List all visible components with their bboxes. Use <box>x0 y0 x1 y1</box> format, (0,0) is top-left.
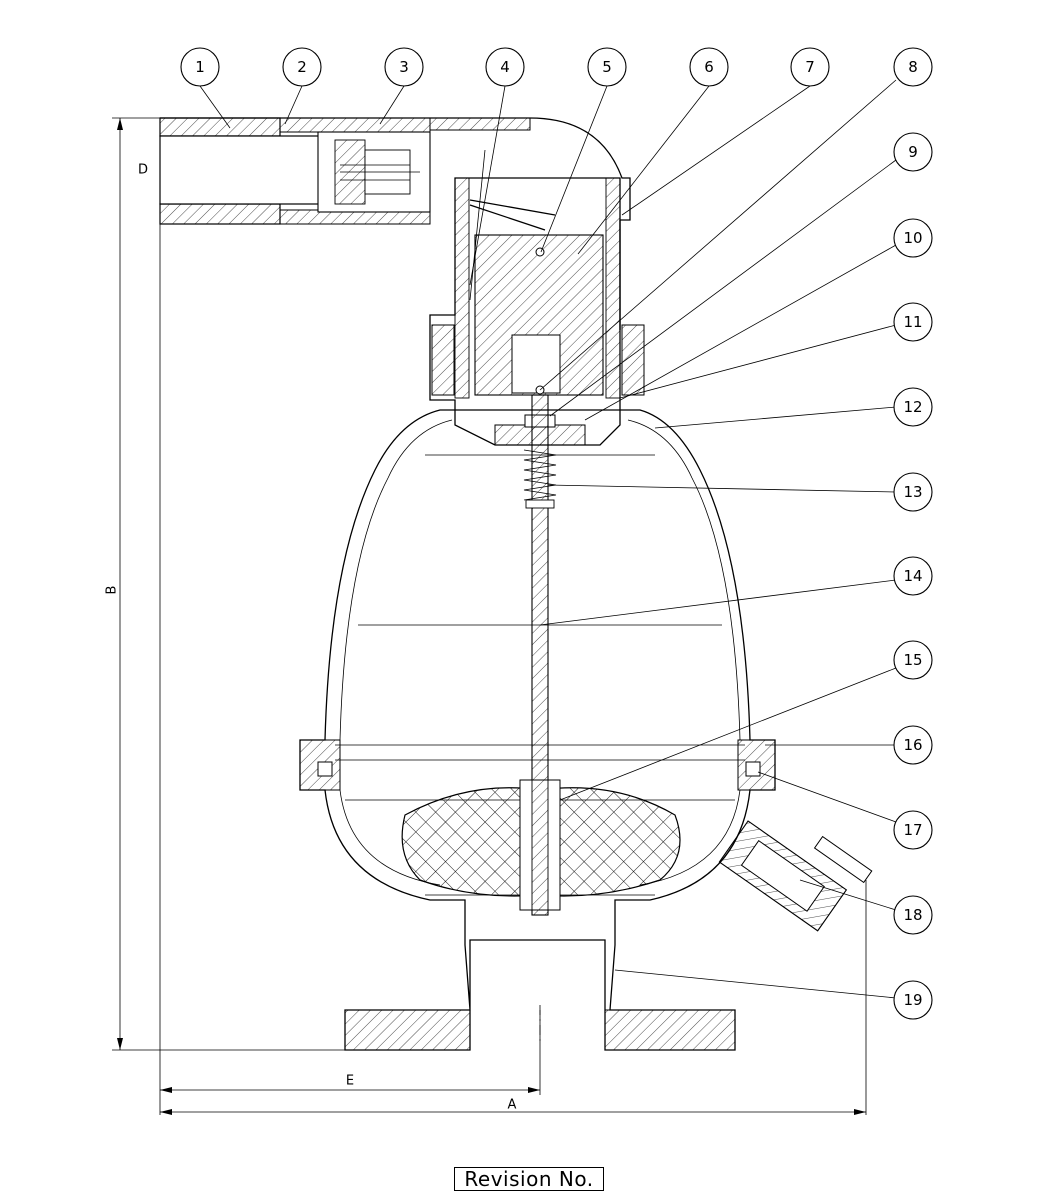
dimension-e-label: E <box>346 1074 354 1089</box>
callout-11-label: 11 <box>903 313 922 331</box>
callout-3: 3 <box>384 47 424 87</box>
callout-19: 19 <box>893 980 933 1020</box>
callout-2-label: 2 <box>297 58 307 76</box>
callout-13-label: 13 <box>903 483 922 501</box>
callout-9-label: 9 <box>908 143 918 161</box>
callout-17-label: 17 <box>903 821 922 839</box>
callout-18-label: 18 <box>903 906 922 924</box>
callout-16-label: 16 <box>903 736 922 754</box>
main-body <box>299 409 776 1051</box>
callout-5: 5 <box>587 47 627 87</box>
callout-10: 10 <box>893 218 933 258</box>
callout-5-label: 5 <box>602 58 612 76</box>
outlet-pipe <box>159 117 631 330</box>
callout-13: 13 <box>893 472 933 512</box>
callout-4: 4 <box>485 47 525 87</box>
callout-14: 14 <box>893 556 933 596</box>
callout-6-label: 6 <box>704 58 714 76</box>
callout-1-label: 1 <box>195 58 205 76</box>
callout-1: 1 <box>180 47 220 87</box>
dimension-d-label: D <box>138 163 148 178</box>
callout-7: 7 <box>790 47 830 87</box>
callout-17: 17 <box>893 810 933 850</box>
dimension-b: B <box>105 117 345 1051</box>
leader-lines <box>199 79 897 999</box>
callout-11: 11 <box>893 302 933 342</box>
callout-6: 6 <box>689 47 729 87</box>
callout-8-label: 8 <box>908 58 918 76</box>
callout-19-label: 19 <box>903 991 922 1009</box>
callout-2: 2 <box>282 47 322 87</box>
float <box>401 779 681 911</box>
callout-12-label: 12 <box>903 398 922 416</box>
callout-4-label: 4 <box>500 58 510 76</box>
callout-18: 18 <box>893 895 933 935</box>
callout-14-label: 14 <box>903 567 922 585</box>
dimension-a: A <box>160 880 867 1115</box>
callout-10-label: 10 <box>903 229 922 247</box>
callout-15: 15 <box>893 640 933 680</box>
callout-9: 9 <box>893 132 933 172</box>
callout-12: 12 <box>893 387 933 427</box>
dimension-a-label: A <box>508 1098 517 1113</box>
callout-16: 16 <box>893 725 933 765</box>
dimension-b-label: B <box>105 586 120 595</box>
dimension-d: D <box>138 163 148 178</box>
dimension-e: E <box>159 118 541 1115</box>
callout-7-label: 7 <box>805 58 815 76</box>
drain-valve <box>718 820 873 932</box>
callout-8: 8 <box>893 47 933 87</box>
revision-label: Revision No. <box>454 1167 604 1191</box>
callout-3-label: 3 <box>399 58 409 76</box>
callout-15-label: 15 <box>903 651 922 669</box>
